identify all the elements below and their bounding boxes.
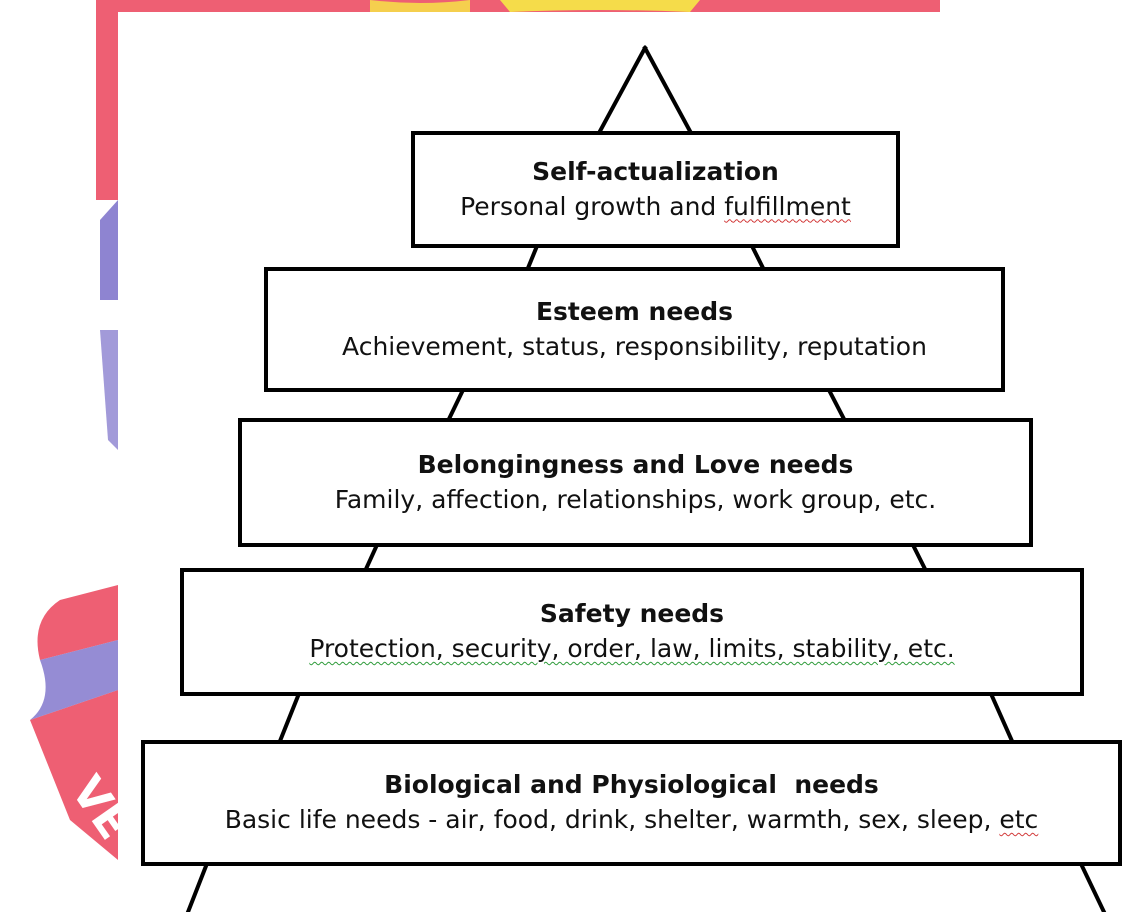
edge-l4-l5-left: [277, 693, 301, 744]
level-self-actualization: Self-actualization Personal growth and f…: [411, 131, 900, 248]
level-title: Esteem needs: [535, 296, 734, 326]
edge-l1-l2-left: [525, 243, 540, 271]
watermark-purple-arc: [100, 200, 118, 300]
level-title: Self-actualization: [532, 156, 779, 186]
level-title: Biological and Physiological needs: [384, 770, 879, 799]
edge-l2-l3-left: [446, 389, 465, 422]
edge-l2-l3-right: [827, 389, 847, 422]
watermark-ribbon-fold: [30, 640, 118, 720]
base-right-edge: [1079, 863, 1107, 912]
watermark-yellow-accent: [500, 0, 700, 12]
level-belongingness: Belongingness and Love needs Family, aff…: [238, 418, 1033, 547]
spellcheck-flagged-word: fulfillment: [724, 191, 851, 221]
level-description: Personal growth and fulfillment: [460, 189, 851, 225]
level-description-text: Personal growth and: [460, 191, 725, 221]
edge-l3-l4-right: [911, 544, 928, 572]
apex-right-edge: [642, 45, 694, 136]
watermark-ribbon-top: [37, 585, 118, 660]
edge-l3-l4-left: [363, 544, 379, 572]
apex-left-edge: [596, 45, 648, 136]
edge-l1-l2-right: [749, 243, 766, 271]
watermark-red-band-left: [96, 0, 118, 200]
level-description: Family, affection, relationships, work g…: [334, 484, 937, 514]
watermark-ribbon-body: [30, 690, 118, 860]
level-description: Basic life needs - air, food, drink, she…: [225, 802, 1039, 838]
level-description-text: Basic life needs - air, food, drink, she…: [224, 805, 1000, 834]
level-biological: Biological and Physiological needs Basic…: [141, 740, 1122, 866]
edge-l4-l5-right: [989, 693, 1015, 744]
level-description: Protection, security, order, law, limits…: [309, 634, 955, 663]
level-title: Belongingness and Love needs: [417, 449, 854, 479]
level-description: Achievement, status, responsibility, rep…: [342, 331, 927, 361]
level-esteem: Esteem needs Achievement, status, respon…: [264, 267, 1005, 392]
level-safety: Safety needs Protection, security, order…: [180, 568, 1084, 696]
level-title: Safety needs: [539, 599, 725, 628]
spellcheck-flagged-word: etc: [999, 805, 1039, 834]
base-left-edge: [185, 863, 209, 912]
